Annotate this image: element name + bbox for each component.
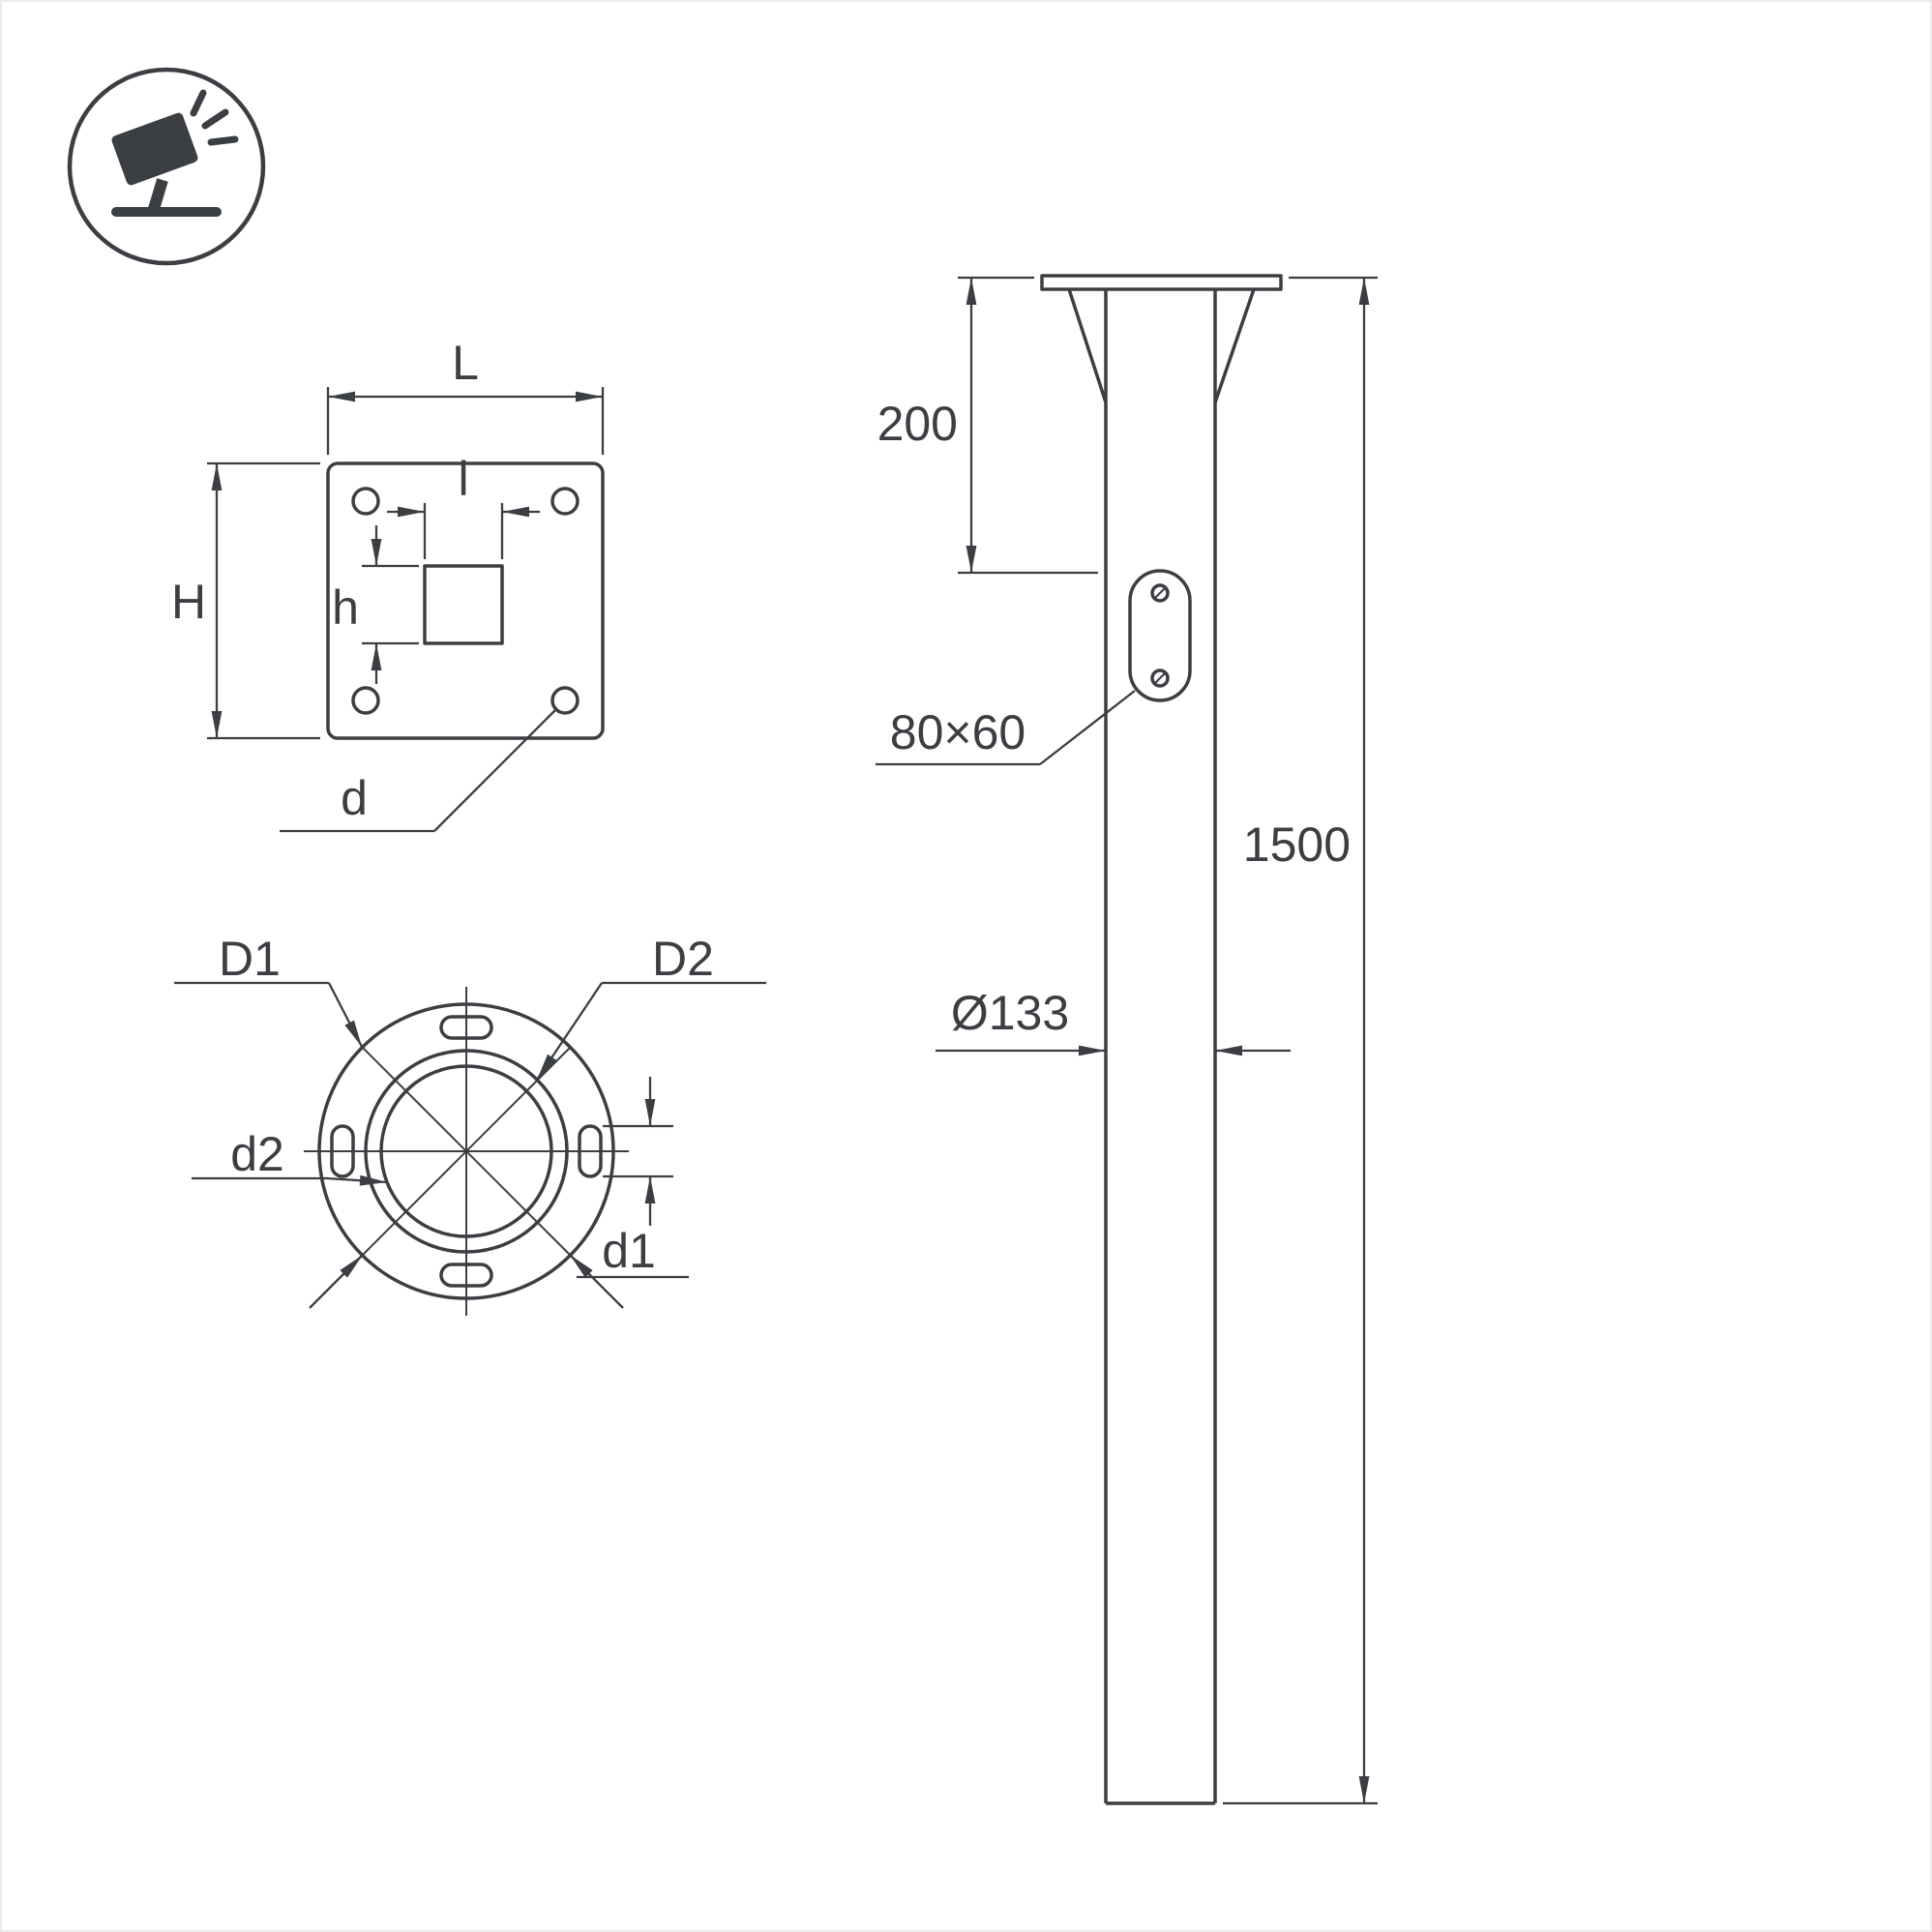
flange-plate-outline xyxy=(326,461,605,740)
center-square-hole xyxy=(423,564,504,645)
leader-line xyxy=(433,708,557,832)
leader-line xyxy=(536,982,603,1081)
label-200: 200 xyxy=(877,397,958,451)
dimension-L: L xyxy=(326,336,605,455)
access-hole-oval xyxy=(1128,569,1192,702)
label-h: h xyxy=(332,580,359,635)
flange-plate-side xyxy=(1040,274,1283,291)
label-D2: D2 xyxy=(652,932,714,986)
dimension-l: l xyxy=(387,452,540,559)
leader-line xyxy=(326,1174,388,1186)
access-hole-screw xyxy=(1150,583,1170,603)
bolt-slot-right xyxy=(578,1124,603,1178)
dimension-200: 200 xyxy=(877,276,1098,575)
flange-top-view: L l h H d xyxy=(171,336,605,833)
label-l: l xyxy=(458,452,468,506)
leader-D2: D2 xyxy=(536,932,766,1081)
icon-ray xyxy=(207,135,239,146)
label-d1: d1 xyxy=(602,1224,656,1278)
diagonal-line xyxy=(362,1047,571,1256)
dimension-H: H xyxy=(171,461,320,740)
leader-d: d xyxy=(280,708,557,833)
corner-hole xyxy=(550,686,580,715)
dimension-d1: d1 xyxy=(577,1077,689,1279)
flange-bottom-view: D1 D2 d2 d1 xyxy=(174,932,766,1316)
dimension-h: h xyxy=(332,525,419,684)
icon-circle xyxy=(67,67,266,266)
bolt-slot-bottom xyxy=(439,1263,493,1288)
corner-hole xyxy=(550,487,580,516)
label-1500: 1500 xyxy=(1243,817,1351,872)
dimension-1500: 1500 xyxy=(1223,276,1378,1805)
icon-ray xyxy=(201,108,229,130)
flange-outer-circle xyxy=(317,1002,615,1300)
pipe-outer-circle xyxy=(364,1049,569,1254)
icon-stand xyxy=(148,178,168,211)
diameter-arrow xyxy=(569,1254,624,1309)
label-H: H xyxy=(171,575,206,629)
icon-ray xyxy=(190,89,207,117)
corner-hole xyxy=(351,487,380,516)
label-D1: D1 xyxy=(219,932,281,986)
pipe-inner-circle xyxy=(379,1064,553,1238)
access-hole-screw xyxy=(1150,669,1170,688)
icon-floodlight-body xyxy=(111,112,198,186)
corner-hole xyxy=(351,686,380,715)
label-d2: d2 xyxy=(230,1127,284,1181)
dimension-diameter-133: Ø133 xyxy=(936,986,1291,1056)
label-d: d xyxy=(341,771,368,825)
gusset-line xyxy=(1067,288,1108,403)
label-diameter-133: Ø133 xyxy=(951,986,1069,1040)
leader-line xyxy=(327,982,364,1048)
product-icon xyxy=(67,67,266,266)
bolt-slot-left xyxy=(330,1124,355,1178)
bolt-slot-top xyxy=(439,1015,493,1040)
diameter-arrow xyxy=(309,1254,364,1309)
screw-slot xyxy=(1153,586,1167,600)
leader-d2: d2 xyxy=(192,1127,388,1186)
label-L: L xyxy=(452,336,479,390)
label-80x60: 80×60 xyxy=(890,705,1025,759)
leader-line xyxy=(1039,690,1136,765)
leader-D1: D1 xyxy=(174,932,364,1048)
leader-80x60: 80×60 xyxy=(876,690,1136,766)
pole-side-view: 200 1500 80×60 Ø133 xyxy=(876,274,1378,1805)
gusset-line xyxy=(1213,288,1256,403)
tilted-floodlight-icon xyxy=(111,89,239,217)
screw-slot xyxy=(1153,671,1167,685)
